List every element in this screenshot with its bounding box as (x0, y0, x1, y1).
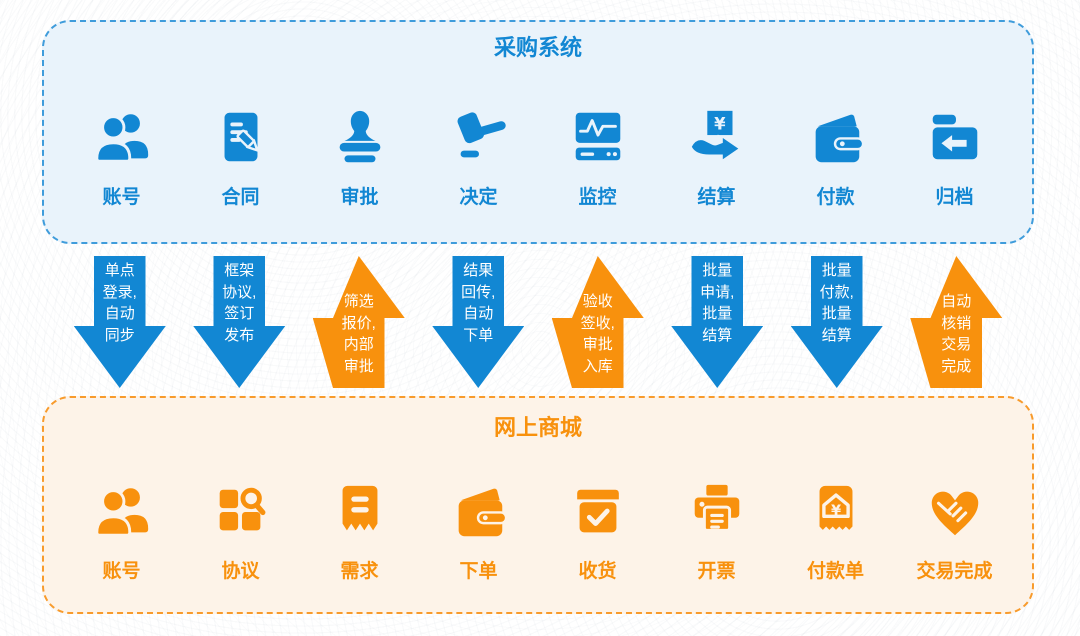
mall-item-account: 账号 (62, 480, 181, 583)
item-label: 交易完成 (916, 561, 993, 582)
wallet-icon (815, 114, 864, 163)
procurement-item-archive: 归档 (895, 106, 1014, 209)
users-icon (94, 114, 148, 163)
demand-ticket-icon (342, 485, 377, 531)
mall-item-invoice: 开票 (657, 480, 776, 583)
contract-edit-icon (224, 112, 259, 162)
mall-item-payment-slip: ¥ 付款单 (776, 480, 895, 583)
gavel-icon (457, 112, 506, 158)
stamp-icon (339, 110, 380, 163)
mall-items-row: 账号 协议 需求 (44, 480, 1032, 583)
procurement-item-monitor: 监控 (538, 106, 657, 209)
archive-folder-icon (932, 114, 977, 160)
item-label: 需求 (340, 561, 379, 582)
item-label: 下单 (459, 561, 498, 582)
procurement-items-row: 账号 合同 审批 (44, 106, 1032, 209)
down-arrow: 结果 回传, 自动 下单 (432, 256, 525, 388)
agreement-search-icon (219, 487, 265, 531)
up-arrow: 验收 签收, 审批 入库 (551, 256, 644, 388)
hand-receipt-icon: ¥ (691, 110, 738, 160)
flow-auto-writeoff: 自动 核销 交易 完成 (897, 256, 1017, 392)
receive-box-icon (576, 489, 619, 533)
item-label: 结算 (697, 187, 736, 208)
invoice-printer-icon (694, 484, 739, 532)
online-mall-panel: 网上商城 账号 协议 (42, 396, 1034, 614)
down-arrow: 框架 协议, 签订 发布 (193, 256, 286, 388)
item-label: 账号 (102, 561, 141, 582)
procurement-system-title: 采购系统 (493, 35, 582, 60)
procurement-item-settlement: ¥ 结算 (657, 106, 776, 209)
item-label: 决定 (459, 187, 498, 208)
up-arrow: 筛选 报价, 内部 审批 (312, 256, 405, 388)
item-label: 审批 (340, 187, 379, 208)
procurement-item-account: 账号 (62, 106, 181, 209)
flow-acceptance-warehouse: 验收 签收, 审批 入库 (538, 256, 658, 392)
flow-framework-agreement: 框架 协议, 签订 发布 (180, 256, 300, 392)
item-label: 协议 (221, 561, 260, 582)
svg-text:¥: ¥ (830, 503, 840, 519)
flow-result-order: 结果 回传, 自动 下单 (419, 256, 539, 392)
item-label: 开票 (697, 561, 736, 582)
procurement-item-contract: 合同 (181, 106, 300, 209)
procurement-item-approval: 审批 (300, 106, 419, 209)
svg-text:¥: ¥ (714, 114, 726, 133)
flow-sso-sync: 单点 登录, 自动 同步 (60, 256, 180, 392)
item-label: 合同 (221, 187, 260, 208)
item-label: 收货 (578, 561, 617, 582)
down-arrow: 单点 登录, 自动 同步 (73, 256, 166, 388)
down-arrow: 批量 申请, 批量 结算 (671, 256, 764, 388)
integration-flows-row: 单点 登录, 自动 同步 框架 协议, 签订 发布 筛选 报价, 内部 审批 结… (42, 256, 1034, 392)
up-arrow: 自动 核销 交易 完成 (910, 256, 1003, 388)
down-arrow: 批量 付款, 批量 结算 (790, 256, 883, 388)
mall-item-demand: 需求 (300, 480, 419, 583)
item-label: 账号 (102, 187, 141, 208)
item-label: 监控 (578, 187, 617, 208)
online-mall-title: 网上商城 (493, 415, 582, 440)
mall-item-order: 下单 (419, 480, 538, 583)
monitor-pulse-icon (575, 112, 620, 161)
flow-batch-apply: 批量 申请, 批量 结算 (658, 256, 778, 392)
procurement-item-payment: 付款 (776, 106, 895, 209)
item-label: 付款 (816, 187, 855, 208)
item-label: 归档 (935, 187, 974, 208)
procurement-item-decision: 决定 (419, 106, 538, 209)
flow-quote-approval: 筛选 报价, 内部 审批 (299, 256, 419, 392)
order-wallet-icon (458, 488, 507, 537)
flow-batch-payment: 批量 付款, 批量 结算 (777, 256, 897, 392)
procurement-system-panel: 采购系统 账号 合同 (42, 20, 1034, 244)
mall-item-agreement: 协议 (181, 480, 300, 583)
item-label: 付款单 (806, 561, 864, 582)
users-icon (94, 488, 148, 537)
mall-item-deal-complete: 交易完成 (895, 480, 1014, 583)
payment-receipt-icon: ¥ (819, 485, 852, 530)
deal-handshake-icon (931, 491, 978, 536)
mall-item-receive: 收货 (538, 480, 657, 583)
